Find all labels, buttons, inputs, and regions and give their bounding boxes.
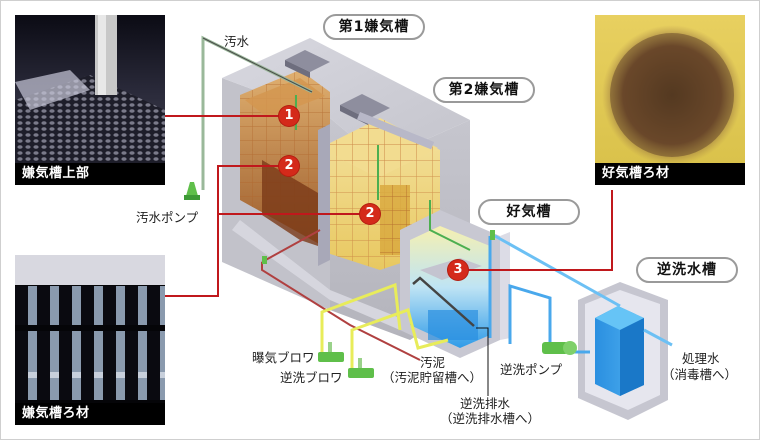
photo-anaerobic-media: 嫌気槽ろ材 — [15, 255, 165, 425]
callout-badge-3: 3 — [448, 260, 468, 280]
label-treated-water-destination: （消毒槽へ） — [662, 367, 738, 382]
aeration-blower-icon — [318, 342, 344, 362]
label-aerobic-tank: 好気槽 — [478, 199, 580, 225]
backwash-pump-icon — [542, 341, 577, 355]
label-anaerobic-tank-1: 第1嫌気槽 — [323, 14, 425, 40]
photo-caption: 好気槽ろ材 — [595, 163, 745, 185]
callout-badge-2a: 2 — [279, 156, 299, 176]
label-sewage-pump: 汚水ポンプ — [136, 210, 199, 225]
label-sewage: 汚水 — [224, 34, 250, 49]
callout-badge-2b: 2 — [360, 204, 380, 224]
label-backwash-pump: 逆洗ポンプ — [500, 362, 563, 377]
label-backwash-drain-destination: （逆洗排水槽へ） — [440, 411, 541, 426]
label-backwash-tank: 逆洗水槽 — [636, 257, 738, 283]
photo-caption: 嫌気槽ろ材 — [15, 403, 165, 425]
photo-aerobic-media: 好気槽ろ材 — [595, 15, 745, 185]
label-aeration-blower: 曝気ブロワ — [252, 350, 315, 365]
label-backwash-blower: 逆洗ブロワ — [280, 370, 343, 385]
label-sludge-destination: （汚泥貯留槽へ） — [382, 370, 483, 385]
callout-badge-1: 1 — [279, 106, 299, 126]
photo-anaerobic-top: 嫌気槽上部 — [15, 15, 165, 185]
photo-caption: 嫌気槽上部 — [15, 163, 165, 185]
label-sludge: 汚泥 — [420, 355, 446, 370]
label-anaerobic-tank-2: 第2嫌気槽 — [433, 77, 535, 103]
label-backwash-drain: 逆洗排水 — [460, 396, 511, 411]
label-treated-water: 処理水 — [682, 351, 720, 366]
backwash-blower-icon — [348, 358, 374, 378]
